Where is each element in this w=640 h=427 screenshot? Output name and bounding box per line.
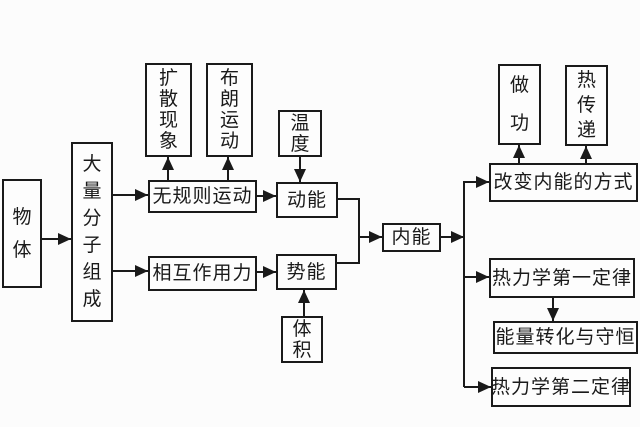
brownian-motion-box: 布朗运动 — [206, 63, 253, 157]
arrowhead-up-icon — [513, 145, 525, 158]
first-law-box: 热力学第一定律 — [489, 258, 635, 298]
connector-change-method-to-doing-work — [513, 145, 525, 163]
doing-work-label: 做功 — [509, 74, 529, 134]
connector-interaction-force-to-potential-energy — [257, 266, 276, 278]
connector-irregular-motion-to-brownian-motion — [222, 157, 234, 180]
connector-molecules-to-irregular-motion — [113, 189, 148, 201]
arrowhead-right-icon — [58, 233, 71, 245]
arrowhead-up-icon — [162, 157, 174, 170]
irregular-motion-box: 无规则运动 — [148, 180, 257, 213]
connector-energy-junction — [337, 198, 382, 264]
connector-first-law-to-conservation — [547, 298, 559, 321]
molecules-box: 大量分子组成 — [71, 142, 113, 322]
connector-internal-energy-branch — [441, 176, 491, 393]
arrowhead-right-icon — [476, 271, 489, 283]
doing-work-box: 做功 — [498, 64, 541, 145]
arrowhead-up-icon — [298, 290, 310, 303]
volume-label: 体积 — [292, 318, 312, 361]
temperature-label: 温度 — [290, 112, 310, 155]
diffusion-label: 扩散现象 — [158, 68, 178, 152]
arrowhead-down-icon — [547, 308, 559, 321]
potential-energy-box: 势能 — [276, 254, 337, 290]
connector-molecules-to-interaction-force — [113, 265, 148, 277]
kinetic-energy-box: 动能 — [276, 182, 338, 218]
connector-object-to-molecules — [42, 233, 71, 245]
second-law-box: 热力学第二定律 — [491, 367, 631, 407]
heat-transfer-box: 热传递 — [565, 65, 608, 146]
diffusion-box: 扩散现象 — [145, 63, 192, 157]
arrowhead-right-icon — [263, 266, 276, 278]
object-label: 物体 — [12, 206, 32, 261]
connector-change-method-to-heat-transfer — [580, 146, 592, 163]
arrowhead-right-icon — [263, 190, 276, 202]
arrowhead-down-icon — [294, 169, 306, 182]
arrowhead-right-icon — [135, 265, 148, 277]
arrowhead-right-icon — [476, 176, 489, 188]
energy-conservation-box: 能量转化与守恒 — [493, 321, 638, 354]
heat-transfer-label: 热传递 — [576, 70, 596, 141]
arrowhead-up-icon — [222, 157, 234, 170]
arrowhead-up-icon — [580, 146, 592, 159]
object-box: 物体 — [2, 179, 42, 288]
temperature-box: 温度 — [278, 110, 322, 157]
interaction-force-box: 相互作用力 — [148, 256, 257, 291]
connector-temperature-to-kinetic-energy — [294, 157, 306, 182]
arrowhead-right-icon — [135, 189, 148, 201]
volume-box: 体积 — [281, 316, 323, 363]
arrowhead-right-icon — [369, 231, 382, 243]
arrowhead-right-icon — [451, 231, 464, 243]
connector-irregular-motion-to-kinetic-energy — [257, 190, 276, 202]
change-internal-energy-box: 改变内能的方式 — [489, 163, 638, 202]
brownian-motion-label: 布朗运动 — [219, 68, 239, 152]
connector-irregular-motion-to-diffusion — [162, 157, 174, 180]
molecules-label: 大量分子组成 — [82, 154, 102, 310]
internal-energy-box: 内能 — [382, 223, 441, 252]
arrowhead-right-icon — [478, 381, 491, 393]
connector-volume-to-potential-energy — [298, 290, 310, 316]
